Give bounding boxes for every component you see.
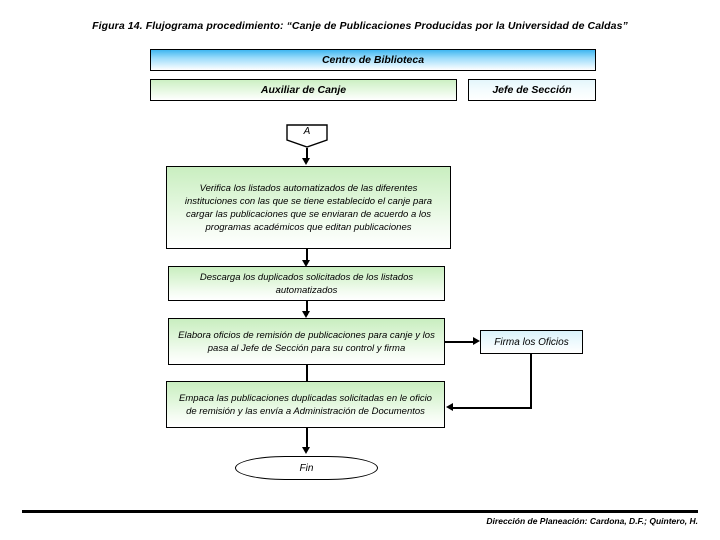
connector-line-firma-to-step4 — [452, 407, 532, 409]
terminator-fin: Fin — [235, 456, 378, 480]
arrowhead-firma-to-step4 — [446, 403, 453, 411]
lane-header-centro-de-biblioteca: Centro de Biblioteca — [150, 49, 596, 71]
connector-line-step3-to-firma — [445, 341, 475, 343]
footer-divider — [22, 510, 698, 513]
arrowhead-step4-to-fin — [302, 447, 310, 454]
connector-line-step1-to-step2 — [306, 249, 308, 263]
arrowhead-step1-to-step2 — [302, 260, 310, 267]
footer-credit: Dirección de Planeación: Cardona, D.F.; … — [486, 516, 698, 526]
process-step-descarga[interactable]: Descarga los duplicados solicitados de l… — [168, 266, 445, 301]
process-step-firma-los-oficios[interactable]: Firma los Oficios — [480, 330, 583, 354]
connector-line-step2-to-step3 — [306, 301, 308, 315]
arrowhead-step3-to-firma — [473, 337, 480, 345]
connector-line-step4-to-fin — [306, 428, 308, 450]
connector-line-step3-to-step4 — [306, 365, 308, 381]
process-step-verifica[interactable]: Verifica los listados automatizados de l… — [166, 166, 451, 249]
lane-column-jefe-de-seccion: Jefe de Sección — [468, 79, 596, 101]
page-title: Figura 14. Flujograma procedimiento: “Ca… — [92, 20, 628, 32]
process-step-elabora[interactable]: Elabora oficios de remisión de publicaci… — [168, 318, 445, 365]
connector-line-firma-down — [530, 354, 532, 409]
arrowhead-a-to-step1 — [302, 158, 310, 165]
process-step-empaca[interactable]: Empaca las publicaciones duplicadas soli… — [166, 381, 445, 428]
arrowhead-step2-to-step3 — [302, 311, 310, 318]
connector-line-a-to-step1 — [306, 148, 308, 160]
connector-a-shape: A — [286, 124, 328, 148]
lane-column-auxiliar-de-canje: Auxiliar de Canje — [150, 79, 457, 101]
connector-a-label: A — [303, 126, 311, 137]
pentagon-icon — [286, 124, 328, 148]
